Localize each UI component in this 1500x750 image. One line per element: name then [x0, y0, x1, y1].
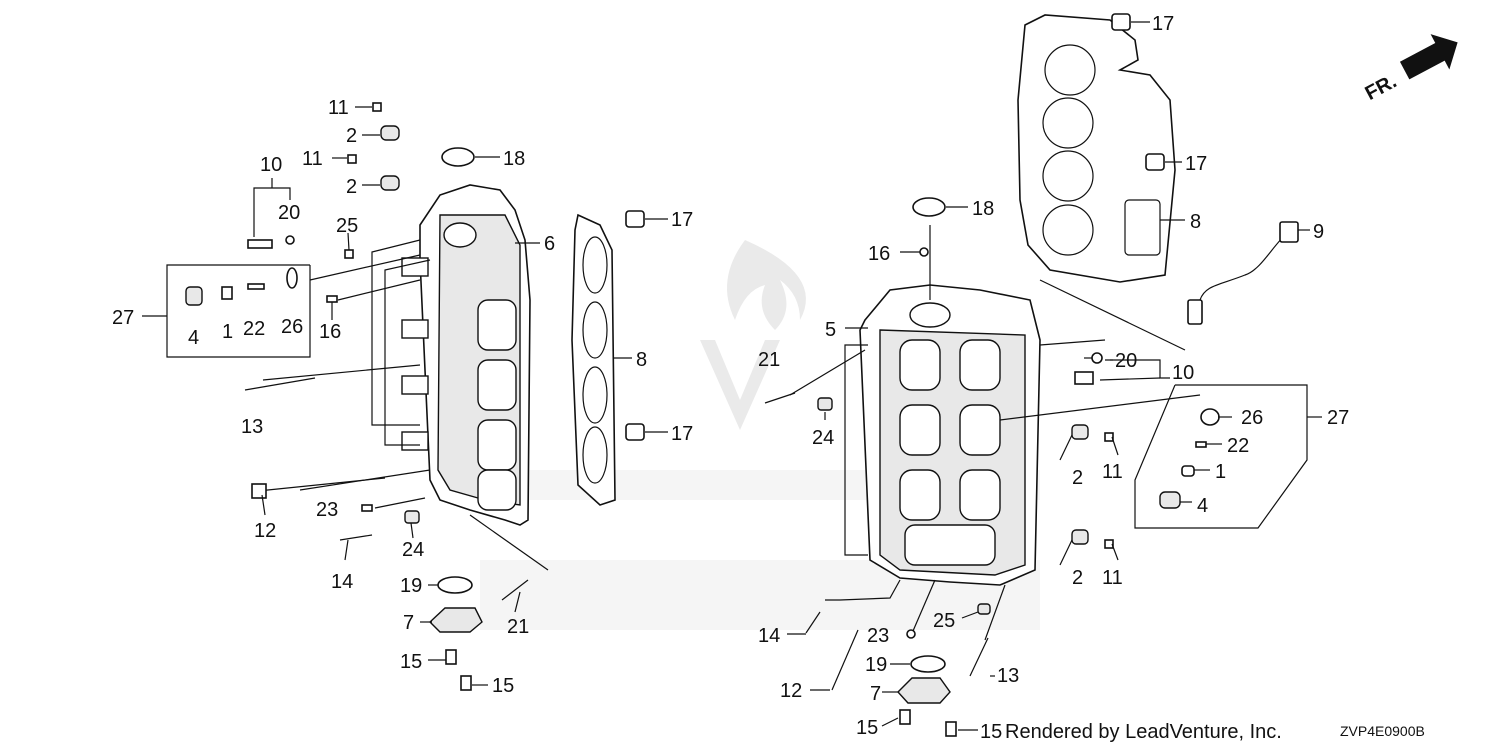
callout-12: 12	[254, 520, 276, 542]
callout-21: 21	[758, 349, 780, 371]
left-head-gasket	[571, 213, 616, 506]
callout-8: 8	[636, 349, 647, 371]
callout-26: 26	[281, 316, 303, 338]
callout-16: 16	[319, 321, 341, 343]
callout-22: 22	[1227, 435, 1249, 457]
callout-11: 11	[1102, 461, 1123, 483]
callout-21: 21	[507, 616, 529, 638]
callout-2: 2	[346, 176, 357, 198]
callout-labels: 11 2 10 11 2 20 25 18 6 27 4 1 22 26 16 …	[112, 13, 1349, 743]
callout-27: 27	[112, 307, 134, 329]
callout-11: 11	[328, 97, 349, 119]
small-parts	[185, 13, 1220, 737]
callout-9: 9	[1313, 221, 1324, 243]
callout-20: 20	[278, 202, 300, 224]
callout-23: 23	[316, 499, 338, 521]
callout-2: 2	[1072, 567, 1083, 589]
callout-18: 18	[972, 198, 994, 220]
callout-14: 14	[331, 571, 353, 593]
callout-15: 15	[400, 651, 422, 673]
callout-13: 13	[241, 416, 263, 438]
callout-26: 26	[1241, 407, 1263, 429]
callout-15: 15	[856, 717, 878, 739]
temperature-sensor-9	[1187, 221, 1299, 325]
callout-19: 19	[400, 575, 422, 597]
callout-7: 7	[403, 612, 414, 634]
callout-2: 2	[346, 125, 357, 147]
diagram-code: ZVP4E0900B	[1340, 723, 1425, 739]
callout-4: 4	[1197, 495, 1208, 517]
right-head-gasket	[1017, 14, 1176, 283]
callout-24: 24	[812, 427, 834, 449]
callout-25: 25	[933, 610, 955, 632]
callout-11: 11	[302, 148, 323, 170]
front-marker: FR.	[1362, 34, 1458, 105]
callout-11: 11	[1102, 567, 1123, 589]
callout-17: 17	[671, 423, 693, 445]
callout-19: 19	[865, 654, 887, 676]
callout-24: 24	[402, 539, 424, 561]
credit-text: Rendered by LeadVenture, Inc.	[1005, 721, 1282, 743]
callout-10: 10	[1172, 362, 1194, 384]
callout-18: 18	[503, 148, 525, 170]
callout-1: 1	[222, 321, 233, 343]
callout-8: 8	[1190, 211, 1201, 233]
callout-5: 5	[825, 319, 836, 341]
callout-4: 4	[188, 327, 199, 349]
callout-7: 7	[870, 683, 881, 705]
callout-15: 15	[492, 675, 514, 697]
left-cylinder-head	[401, 184, 531, 526]
callout-17: 17	[671, 209, 693, 231]
callout-6: 6	[544, 233, 555, 255]
callout-20: 20	[1115, 350, 1137, 372]
callout-12: 12	[780, 680, 802, 702]
callout-17: 17	[1152, 13, 1174, 35]
right-cylinder-head	[859, 284, 1041, 586]
callout-14: 14	[758, 625, 780, 647]
callout-10: 10	[260, 154, 282, 176]
callout-1: 1	[1215, 461, 1226, 483]
callout-23: 23	[867, 625, 889, 647]
callout-25: 25	[336, 215, 358, 237]
leader-lines	[142, 21, 1322, 731]
front-marker-label: FR.	[1362, 70, 1401, 105]
callout-15: 15	[980, 721, 1002, 743]
callout-16: 16	[868, 243, 890, 265]
callout-13: 13	[997, 665, 1019, 687]
callout-17: 17	[1185, 153, 1207, 175]
callout-22: 22	[243, 318, 265, 340]
callout-27: 27	[1327, 407, 1349, 429]
callout-2: 2	[1072, 467, 1083, 489]
